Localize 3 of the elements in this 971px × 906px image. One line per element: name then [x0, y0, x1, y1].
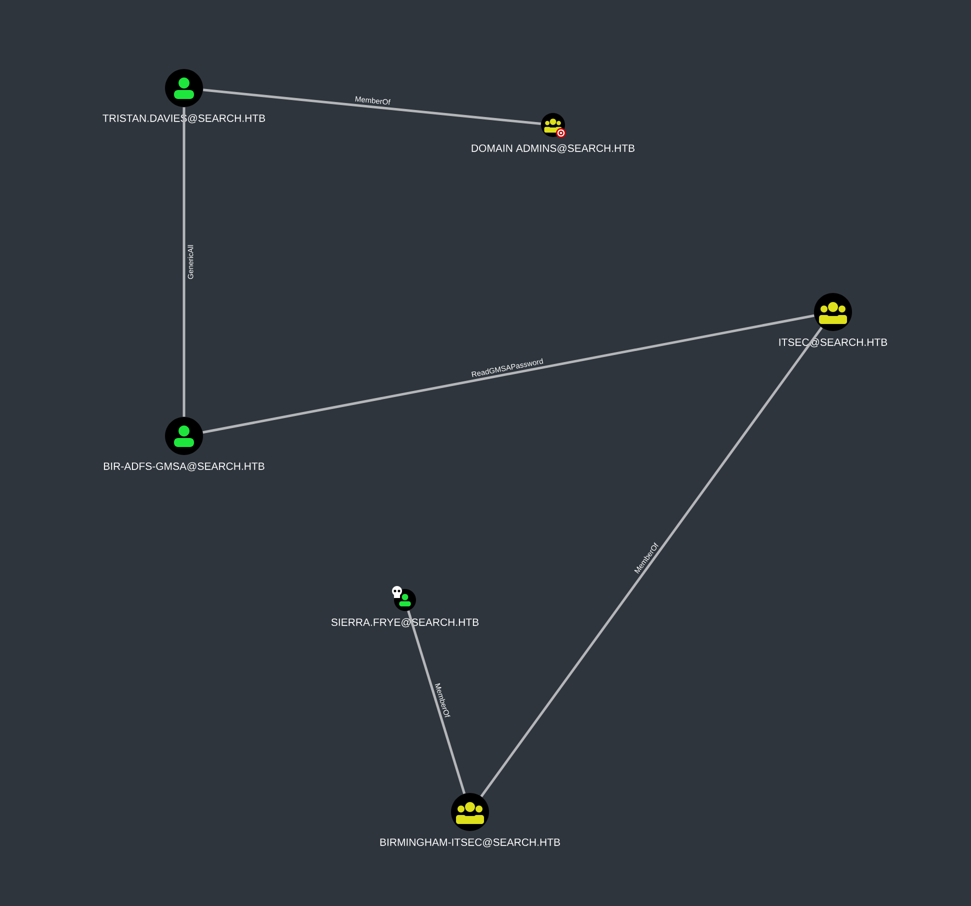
node-label: DOMAIN ADMINS@SEARCH.HTB: [472, 144, 634, 154]
node-label: BIRMINGHAM-ITSEC@SEARCH.HTB: [380, 838, 560, 848]
node-label: BIR-ADFS-GMSA@SEARCH.HTB: [104, 462, 264, 472]
